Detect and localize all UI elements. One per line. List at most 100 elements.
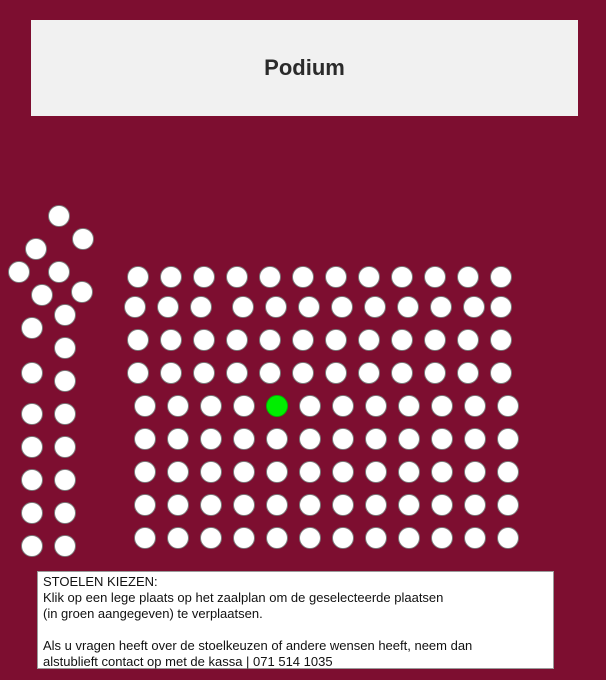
seat[interactable]: [298, 296, 320, 318]
seat[interactable]: [134, 527, 156, 549]
seat-side[interactable]: [25, 238, 47, 260]
seat[interactable]: [365, 428, 387, 450]
seat-side[interactable]: [54, 436, 76, 458]
seat[interactable]: [299, 494, 321, 516]
seat[interactable]: [397, 296, 419, 318]
seat[interactable]: [365, 494, 387, 516]
seat[interactable]: [490, 266, 512, 288]
seat-side[interactable]: [72, 228, 94, 250]
seat[interactable]: [325, 266, 347, 288]
seat-side[interactable]: [54, 535, 76, 557]
seat[interactable]: [364, 296, 386, 318]
seat[interactable]: [332, 428, 354, 450]
seat-side[interactable]: [54, 337, 76, 359]
seat[interactable]: [233, 494, 255, 516]
seat-side[interactable]: [21, 535, 43, 557]
seat[interactable]: [233, 461, 255, 483]
seat-selected[interactable]: [266, 395, 288, 417]
seat[interactable]: [332, 527, 354, 549]
seat[interactable]: [365, 527, 387, 549]
seat-side[interactable]: [54, 370, 76, 392]
seat[interactable]: [457, 329, 479, 351]
seat[interactable]: [391, 329, 413, 351]
seat[interactable]: [266, 494, 288, 516]
seat[interactable]: [463, 296, 485, 318]
seat-side[interactable]: [48, 261, 70, 283]
seat[interactable]: [365, 461, 387, 483]
seat[interactable]: [127, 266, 149, 288]
seat[interactable]: [157, 296, 179, 318]
seat[interactable]: [167, 395, 189, 417]
seat[interactable]: [325, 362, 347, 384]
seat[interactable]: [332, 494, 354, 516]
seat[interactable]: [292, 329, 314, 351]
seat[interactable]: [167, 461, 189, 483]
seat[interactable]: [200, 428, 222, 450]
seat[interactable]: [391, 266, 413, 288]
seat[interactable]: [331, 296, 353, 318]
seat-side[interactable]: [8, 261, 30, 283]
seat-side[interactable]: [21, 362, 43, 384]
seat[interactable]: [464, 428, 486, 450]
seat[interactable]: [299, 527, 321, 549]
seat[interactable]: [332, 395, 354, 417]
seat-side[interactable]: [54, 403, 76, 425]
seat[interactable]: [266, 461, 288, 483]
seat[interactable]: [226, 329, 248, 351]
seat[interactable]: [134, 428, 156, 450]
seat[interactable]: [167, 494, 189, 516]
seat[interactable]: [292, 362, 314, 384]
seat[interactable]: [134, 494, 156, 516]
seat[interactable]: [190, 296, 212, 318]
seat[interactable]: [160, 329, 182, 351]
seat[interactable]: [431, 527, 453, 549]
seat[interactable]: [299, 428, 321, 450]
seat[interactable]: [160, 362, 182, 384]
seat-side[interactable]: [54, 304, 76, 326]
seat[interactable]: [358, 266, 380, 288]
seat[interactable]: [233, 527, 255, 549]
seat[interactable]: [391, 362, 413, 384]
seat-side[interactable]: [54, 502, 76, 524]
seat-side[interactable]: [71, 281, 93, 303]
seat[interactable]: [200, 395, 222, 417]
seat[interactable]: [430, 296, 452, 318]
seat[interactable]: [398, 494, 420, 516]
seat-side[interactable]: [21, 502, 43, 524]
seat[interactable]: [464, 461, 486, 483]
seat[interactable]: [226, 266, 248, 288]
seat-side[interactable]: [21, 436, 43, 458]
seat[interactable]: [497, 527, 519, 549]
seat[interactable]: [358, 362, 380, 384]
seat[interactable]: [365, 395, 387, 417]
seat[interactable]: [490, 362, 512, 384]
seat[interactable]: [233, 395, 255, 417]
seat[interactable]: [124, 296, 146, 318]
seat-side[interactable]: [48, 205, 70, 227]
seat[interactable]: [200, 527, 222, 549]
seat[interactable]: [325, 329, 347, 351]
seat[interactable]: [233, 428, 255, 450]
seat[interactable]: [497, 428, 519, 450]
seat[interactable]: [200, 494, 222, 516]
seat[interactable]: [299, 461, 321, 483]
seat[interactable]: [332, 461, 354, 483]
seat[interactable]: [424, 329, 446, 351]
seat[interactable]: [232, 296, 254, 318]
seat[interactable]: [358, 329, 380, 351]
seat-side[interactable]: [31, 284, 53, 306]
seat[interactable]: [193, 362, 215, 384]
seat[interactable]: [431, 494, 453, 516]
seat[interactable]: [424, 266, 446, 288]
seat[interactable]: [457, 362, 479, 384]
seat[interactable]: [299, 395, 321, 417]
seat[interactable]: [398, 428, 420, 450]
seat-side[interactable]: [21, 469, 43, 491]
seat[interactable]: [490, 329, 512, 351]
seat[interactable]: [134, 461, 156, 483]
seat[interactable]: [431, 395, 453, 417]
seat[interactable]: [424, 362, 446, 384]
seat[interactable]: [259, 266, 281, 288]
seat[interactable]: [292, 266, 314, 288]
seat[interactable]: [127, 329, 149, 351]
